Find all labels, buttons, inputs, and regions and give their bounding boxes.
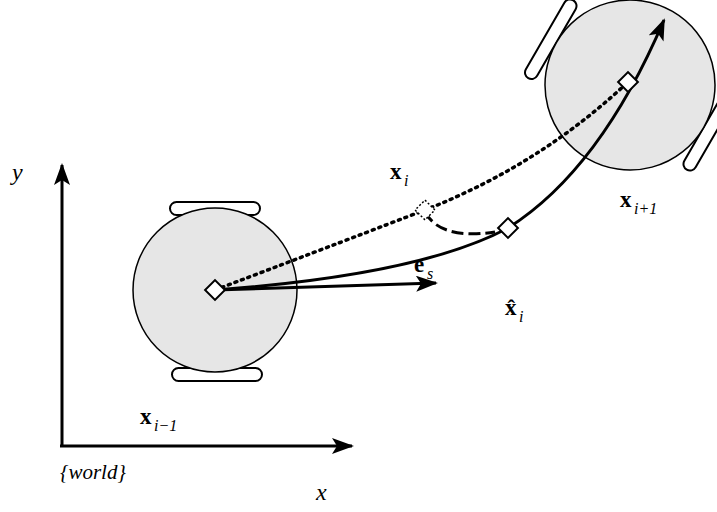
frame-label: {world}: [60, 462, 126, 483]
axis-label: y: [12, 160, 23, 184]
actual-path: [215, 20, 664, 290]
pose-subscript: i: [519, 309, 523, 325]
axis-label: x: [316, 480, 327, 504]
pose-subscript: i: [404, 173, 408, 189]
pose-label: x̂: [505, 296, 517, 319]
reference-path: [215, 82, 628, 290]
error-subscript: s: [427, 266, 433, 282]
robot-next: [503, 0, 717, 208]
y-axis: [61, 165, 64, 446]
pose-label: x: [390, 160, 402, 183]
pose-marker: [205, 280, 225, 300]
robot-previous: [133, 202, 297, 381]
pose-label: x: [620, 188, 632, 211]
x-axis: [60, 445, 352, 448]
error-arc: [425, 212, 495, 234]
pose-subscript: i+1: [634, 201, 657, 217]
error-label: e: [414, 253, 424, 276]
pose-subscript: i−1: [154, 418, 177, 434]
reference-pose-marker: [415, 200, 435, 220]
pose-marker: [618, 72, 638, 92]
pose-marker: [498, 218, 518, 238]
pose-label: x: [140, 405, 152, 428]
